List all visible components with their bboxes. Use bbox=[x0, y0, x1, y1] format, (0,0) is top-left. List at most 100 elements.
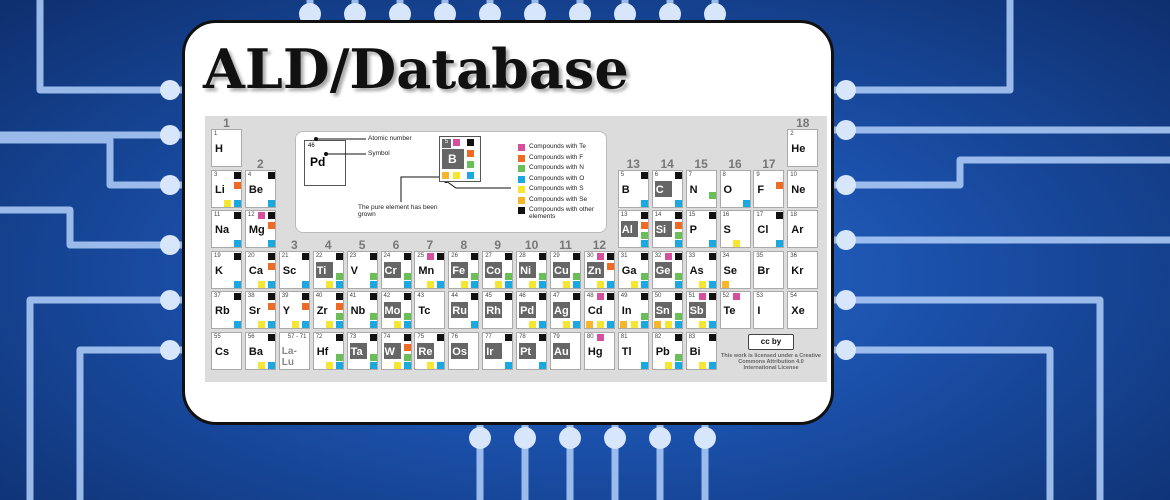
element-symbol: Mo bbox=[384, 305, 401, 317]
compound-marker-f bbox=[267, 303, 275, 310]
compound-marker-o bbox=[708, 321, 716, 328]
license-text[interactable]: This work is licensed under a Creative C… bbox=[721, 353, 821, 371]
compound-marker-other bbox=[573, 293, 580, 300]
legend-swatch-n bbox=[518, 165, 525, 172]
compound-marker-s bbox=[393, 321, 401, 328]
compound-marker-other bbox=[674, 171, 682, 179]
compound-marker-te bbox=[596, 333, 604, 341]
legend-swatch-other bbox=[518, 207, 525, 214]
compound-marker-other bbox=[335, 293, 343, 300]
grown-marker bbox=[654, 180, 672, 197]
grown-marker bbox=[451, 342, 469, 359]
compound-marker-f bbox=[403, 343, 411, 351]
compound-marker-o bbox=[640, 199, 648, 207]
atomic-number: 40 bbox=[315, 293, 323, 299]
compound-marker-s bbox=[698, 361, 706, 369]
compound-marker-o bbox=[776, 240, 784, 247]
compound-marker-other bbox=[267, 171, 275, 179]
compound-marker-other bbox=[674, 293, 682, 300]
compound-marker-n bbox=[335, 353, 343, 361]
compound-marker-n bbox=[674, 353, 682, 361]
legend-example-number: 46 bbox=[308, 143, 315, 149]
atomic-number: 12 bbox=[247, 212, 255, 218]
grown-marker bbox=[519, 302, 537, 318]
element-symbol: Ca bbox=[248, 264, 263, 277]
compound-marker-o bbox=[640, 280, 648, 288]
compound-marker-f bbox=[335, 303, 343, 310]
element-symbol: Ti bbox=[316, 264, 327, 277]
compound-marker-other bbox=[640, 252, 648, 260]
element-symbol: Na bbox=[215, 224, 230, 236]
